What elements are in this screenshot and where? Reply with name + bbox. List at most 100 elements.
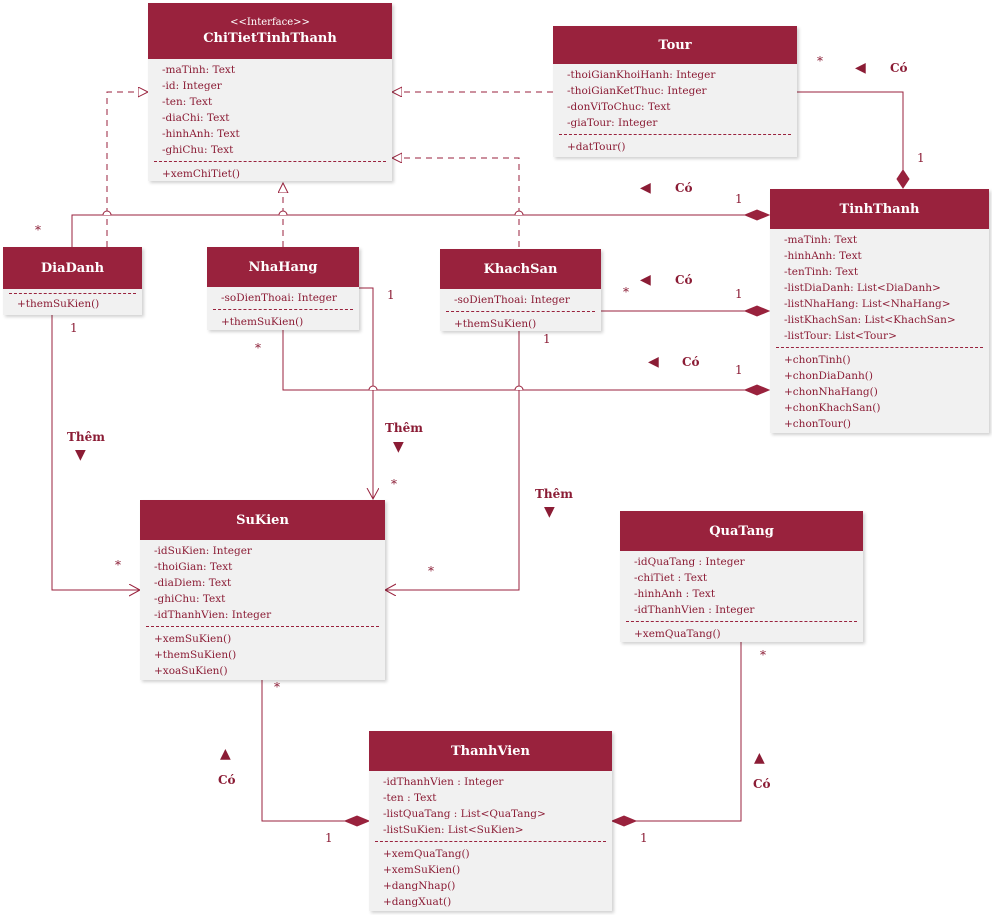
attribute: -chiTiet : Text [634, 572, 708, 584]
stereotype-label: <<Interface>> [230, 16, 310, 28]
attribute: -idThanhVien : Integer [634, 604, 755, 616]
divider [626, 621, 857, 622]
attribute: -soDienThoai: Integer [454, 294, 570, 306]
class-header: DiaDanh [3, 247, 142, 289]
divider [146, 626, 379, 627]
diamond [610, 815, 638, 827]
attribute: -thoiGianKetThuc: Integer [567, 85, 707, 97]
class-header: <<Interface>> ChiTietTinhThanh [148, 3, 392, 59]
operation-list: +xemSuKien() +themSuKien() +xoaSuKien() [140, 628, 385, 681]
operation: +chonTour() [784, 418, 852, 430]
attribute: -ten : Text [383, 792, 437, 804]
multiplicity-many: * [274, 680, 280, 694]
multiplicity-one: 1 [543, 332, 551, 346]
class-quatang: QuaTang -idQuaTang : Integer -chiTiet : … [620, 511, 863, 642]
operation-list: +xemQuaTang() +xemSuKien() +dangNhap() +… [369, 843, 612, 912]
attribute-list: -idQuaTang : Integer -chiTiet : Text -hi… [620, 551, 863, 620]
operation-list: +themSuKien() [440, 313, 601, 334]
operation: +xoaSuKien() [154, 665, 228, 677]
assoc-diadanh-tinhthanh [71, 214, 745, 247]
multiplicity-one: 1 [70, 321, 78, 335]
operation-list: +xemChiTiet() [148, 163, 392, 184]
direction-left-icon: ◀ [640, 180, 651, 196]
class-tour: Tour -thoiGianKhoiHanh: Integer -thoiGia… [553, 26, 797, 157]
multiplicity-one: 1 [735, 287, 743, 301]
attribute-list: -soDienThoai: Integer [207, 287, 359, 308]
divider [213, 309, 353, 310]
attribute: -ghiChu: Text [154, 593, 226, 605]
direction-down-icon: ▼ [75, 447, 86, 463]
attribute: -giaTour: Integer [567, 117, 658, 129]
attribute: -listDiaDanh: List<DiaDanh> [784, 282, 941, 294]
operation-list: +chonTinh() +chonDiaDanh() +chonNhaHang(… [770, 349, 989, 434]
class-name: KhachSan [483, 261, 558, 277]
attribute: -listTour: List<Tour> [784, 330, 897, 342]
class-khachsan: KhachSan -soDienThoai: Integer +themSuKi… [440, 249, 601, 331]
class-name: QuaTang [709, 523, 774, 539]
class-sukien: SuKien -idSuKien: Integer -thoiGian: Tex… [140, 500, 385, 680]
class-name: SuKien [236, 512, 289, 528]
assoc-label-them: Thêm [67, 430, 105, 444]
direction-up-icon: ▲ [754, 750, 765, 766]
attribute: -hinhAnh : Text [634, 588, 716, 600]
attribute: -thoiGian: Text [154, 561, 233, 573]
direction-left-icon: ◀ [640, 272, 651, 288]
class-header: KhachSan [440, 249, 601, 289]
class-name: TinhThanh [839, 201, 920, 217]
direction-down-icon: ▼ [393, 439, 404, 455]
realize-khachsan [392, 158, 520, 247]
assoc-label-co: Có [753, 777, 771, 791]
class-header: Tour [553, 26, 797, 64]
assoc-label-co: Có [218, 773, 236, 787]
hop [278, 210, 288, 216]
attribute: -tenTinh: Text [784, 266, 859, 278]
multiplicity-one: 1 [640, 831, 648, 845]
class-header: SuKien [140, 500, 385, 540]
multiplicity-one: 1 [325, 831, 333, 845]
multiplicity-many: * [623, 285, 629, 299]
hop [368, 385, 378, 391]
class-header: QuaTang [620, 511, 863, 551]
operation: +xemSuKien() [383, 864, 461, 876]
attribute: -thoiGianKhoiHanh: Integer [567, 69, 716, 81]
multiplicity-many: * [255, 341, 261, 355]
attribute: -idQuaTang : Integer [634, 556, 745, 568]
operation-list: +xemQuaTang() [620, 623, 863, 644]
attribute: -maTinh: Text [784, 234, 858, 246]
multiplicity-many: * [817, 54, 823, 68]
assoc-quatang-thanhvien [636, 642, 742, 822]
multiplicity-one: 1 [735, 192, 743, 206]
class-tinhthanh: TinhThanh -maTinh: Text -hinhAnh: Text -… [770, 189, 989, 433]
attribute: -hinhAnh: Text [784, 250, 862, 262]
diamond [896, 169, 910, 189]
multiplicity-one: 1 [735, 363, 743, 377]
class-nhahang: NhaHang -soDienThoai: Integer +themSuKie… [207, 247, 359, 330]
assoc-nhahang-tinhthanh [282, 330, 747, 391]
diamond [743, 384, 771, 396]
attribute-list: -soDienThoai: Integer [440, 289, 601, 310]
assoc-nhahang-sukien [359, 287, 373, 499]
hop [514, 385, 524, 391]
multiplicity-many: * [115, 558, 121, 572]
operation: +xemChiTiet() [162, 168, 241, 180]
assoc-label-co: Có [675, 181, 693, 195]
attribute: -diaChi: Text [162, 112, 230, 124]
operation: +themSuKien() [454, 318, 537, 330]
operation-list: +themSuKien() [207, 311, 359, 332]
hop [102, 210, 112, 216]
divider [9, 293, 136, 294]
operation-list: +datTour() [553, 136, 797, 157]
assoc-label-co: Có [675, 273, 693, 287]
attribute: -ten: Text [162, 96, 213, 108]
attribute: -listKhachSan: List<KhachSan> [784, 314, 956, 326]
attribute: -donViToChuc: Text [567, 101, 671, 113]
multiplicity-one: 1 [917, 151, 925, 165]
attribute-list: -maTinh: Text -id: Integer -ten: Text -d… [148, 59, 392, 160]
direction-left-icon: ◀ [855, 60, 866, 76]
assoc-sukien-thanhvien [261, 680, 347, 822]
attribute: -idSuKien: Integer [154, 545, 252, 557]
multiplicity-many: * [391, 477, 397, 491]
multiplicity-one: 1 [387, 288, 395, 302]
assoc-tour-tinhthanh [797, 91, 904, 172]
